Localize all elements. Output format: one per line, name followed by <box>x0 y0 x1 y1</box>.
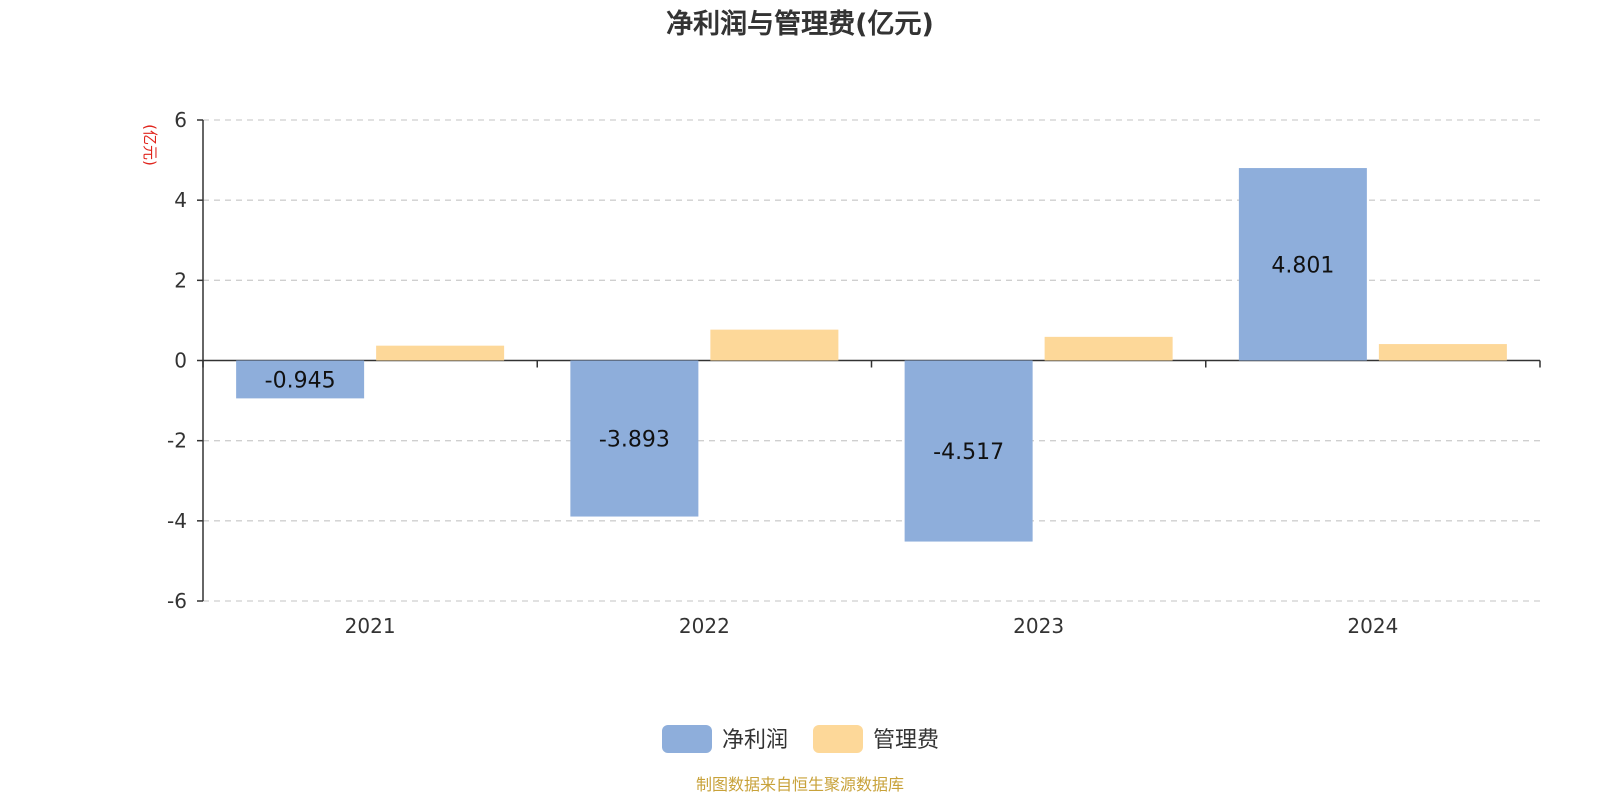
legend[interactable]: 净利润 管理费 <box>662 725 939 753</box>
data-label: -0.945 <box>265 368 336 393</box>
legend-label[interactable]: 管理费 <box>873 728 939 753</box>
bars <box>236 168 1507 542</box>
x-tick-label: 2022 <box>679 614 730 638</box>
x-tick-label: 2023 <box>1013 614 1064 638</box>
bar-net-profit <box>570 360 699 517</box>
data-source-note: 制图数据来自恒生聚源数据库 <box>696 775 904 794</box>
data-label: -4.517 <box>933 440 1004 465</box>
data-label: 4.801 <box>1271 253 1334 278</box>
data-label: -3.893 <box>599 428 670 453</box>
data-labels: -0.945 -3.893 -4.517 4.801 <box>265 253 1335 465</box>
legend-label[interactable]: 净利润 <box>722 728 788 753</box>
bar-net-profit <box>236 360 365 399</box>
y-tick-label: -4 <box>167 509 187 533</box>
y-tick-label: 2 <box>174 268 187 292</box>
y-tick-label: -6 <box>167 589 187 613</box>
bar-net-profit <box>904 360 1033 542</box>
chart-title: 净利润与管理费(亿元) <box>666 8 934 40</box>
y-tick-label: 6 <box>174 108 187 132</box>
y-tick-label: 4 <box>174 188 187 212</box>
y-tick-label: 0 <box>174 349 187 373</box>
bar-net-profit <box>1238 168 1367 361</box>
legend-swatch[interactable] <box>813 725 863 753</box>
bar-admin-expense <box>1044 336 1173 361</box>
x-tick-label: 2021 <box>345 614 396 638</box>
bar-admin-expense <box>1378 344 1507 361</box>
bar-admin-expense <box>710 329 839 361</box>
x-tick-label: 2024 <box>1347 614 1398 638</box>
y-tick-label: -2 <box>167 429 187 453</box>
y-axis-unit-label: (亿元) <box>141 124 159 166</box>
legend-swatch[interactable] <box>662 725 712 753</box>
bar-admin-expense <box>376 345 505 361</box>
